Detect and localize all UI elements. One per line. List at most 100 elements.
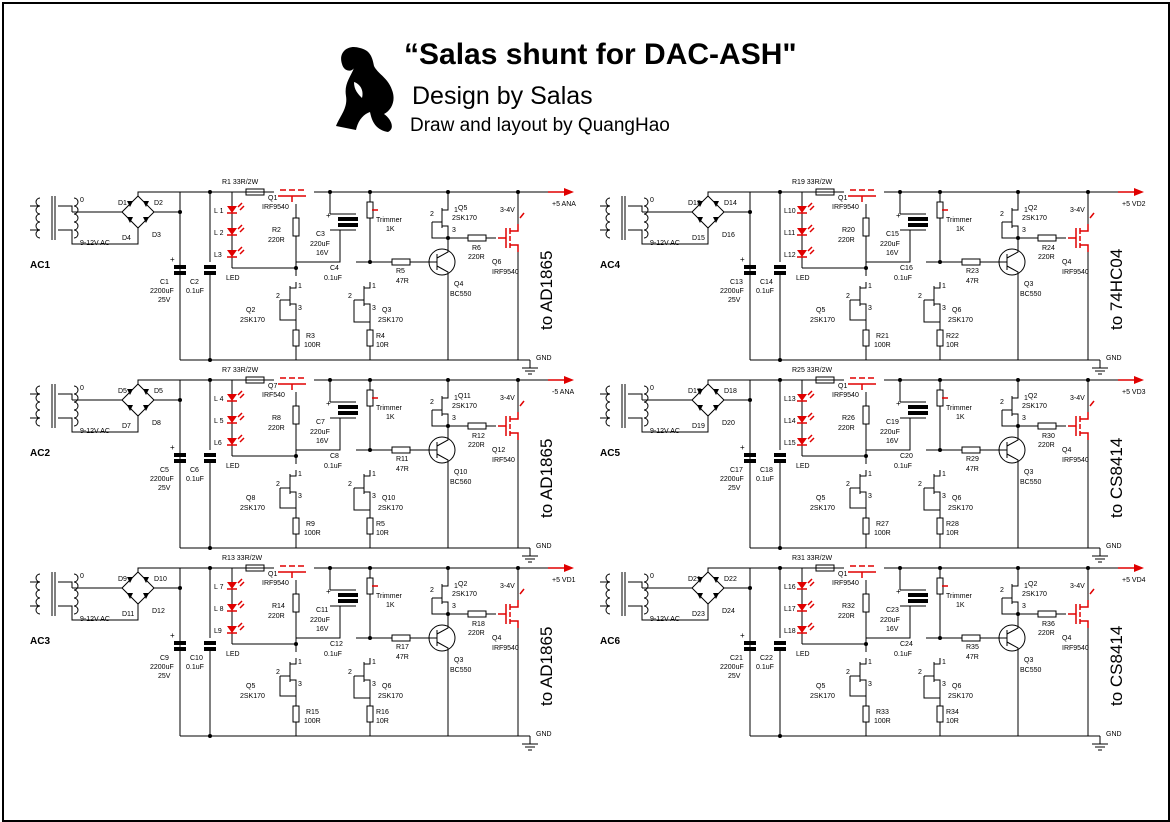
resistor-value: 47R [396,466,409,473]
capacitor-value: 2200uF [720,664,744,671]
resistor-r4 [936,517,944,535]
output-rail-label: +5 VD3 [1122,389,1146,396]
designer-credit: Design by Salas [412,82,593,110]
jfet-label: Q2 [1028,581,1037,588]
capacitor-label: C15 [886,231,899,238]
transformer-tap-zero: 0 [80,197,84,204]
output-capacitor [916,217,928,227]
led-label: L 4 [214,396,224,403]
capacitor-polarity: + [896,587,901,596]
destination-label: to AD1865 [537,627,556,706]
coil-loop [73,401,79,411]
resistor-label: R20 [842,227,855,234]
jfet-source [860,303,867,310]
led-label: L15 [784,440,796,447]
pin-label: 3 [1022,227,1026,234]
bulk-capacitor [744,265,756,275]
adjust-arrow [1089,212,1095,219]
led-icon [797,600,815,612]
resistor-value: 100R [304,342,321,349]
pin-label: 3 [942,681,946,688]
diode-label: D14 [724,200,737,207]
resistor-value: 220R [838,613,855,620]
jfet-label: Q5 [816,495,825,502]
resistor-label: R24 [1042,245,1055,252]
capacitor-voltage: 25V [158,485,171,492]
capacitor-plate [916,599,928,603]
led-triangle [227,250,237,257]
capacitor-plate [174,641,186,645]
led-ray [807,434,813,440]
bjt-emitter [1006,453,1019,466]
pin-label: 2 [348,669,352,676]
coil-loop [643,205,649,215]
resistor-value: 47R [966,278,979,285]
coil-loop [35,213,41,223]
capacitor-value: 0.1uF [186,664,204,671]
jfet-part: 2SK170 [378,317,403,324]
junction-dot [208,190,212,194]
pass-mosfet-part: IRF9540 [832,580,859,587]
capacitor-value: 0.1uF [186,288,204,295]
wire [353,300,370,323]
wire [628,605,662,621]
jfet-part: 2SK170 [240,317,265,324]
coil-loop [73,409,79,419]
jfet-source [1012,601,1019,608]
coil-loop [73,581,79,591]
pin-label: 3 [372,493,376,500]
coil-loop [73,597,79,607]
ground-label: GND [536,543,552,550]
resistor-value: 220R [1038,442,1055,449]
diode-label: D7 [122,423,131,430]
jfet-label: Q5 [458,205,467,212]
capacitor-plate [908,593,920,597]
capacitor-value: 0.1uF [324,651,342,658]
output-capacitor [916,405,928,415]
diode-icon [697,577,703,583]
bjt-emitter [436,265,449,278]
trimmer-value: 1K [956,414,965,421]
output-arrow [1134,564,1144,572]
voltage-drop-label: 3-4V [1070,395,1085,402]
capacitor-value: 0.1uF [756,664,774,671]
series-resistor-label: R7 33R/2W [222,367,259,374]
led-string-label: LED [796,651,810,658]
bjt-label: Q3 [1024,281,1033,288]
coil-loop [35,589,41,599]
coil-loop [643,401,649,411]
resistor-value: 220R [468,254,485,261]
mosfet-part: IRF9540 [492,269,519,276]
pin-label: 2 [846,293,850,300]
capacitor-value: 0.1uF [756,476,774,483]
ground-icon [522,740,538,751]
led-triangle [227,626,237,633]
wire [356,218,371,263]
resistor-value: 47R [966,654,979,661]
resistor-r2 [292,405,300,425]
diode-icon [713,405,719,411]
capacitor-value: 2200uF [720,288,744,295]
junction-dot [368,190,372,194]
resistor-value: 220R [838,425,855,432]
bjt-collector [436,434,449,447]
capacitor-label: C17 [730,467,743,474]
led-ray [239,415,245,421]
diode-icon [127,201,133,207]
jfet-part: 2SK170 [378,693,403,700]
wire [353,676,370,699]
pin-label: 3 [452,227,456,234]
junction-dot [778,734,782,738]
capacitor-label: C9 [160,655,169,662]
diode-icon [127,389,133,395]
resistor-r6 [1037,422,1057,430]
pass-element-gap [274,564,314,572]
capacitor-voltage: 16V [316,626,329,633]
led-label: L17 [784,606,796,613]
resistor-r6 [467,610,487,618]
junction-dot [938,378,942,382]
resistor-label: R9 [306,521,315,528]
series-resistor-label: R13 33R/2W [222,555,262,562]
trimmer-label: Trimmer [376,405,402,412]
pin-label: 2 [430,211,434,218]
